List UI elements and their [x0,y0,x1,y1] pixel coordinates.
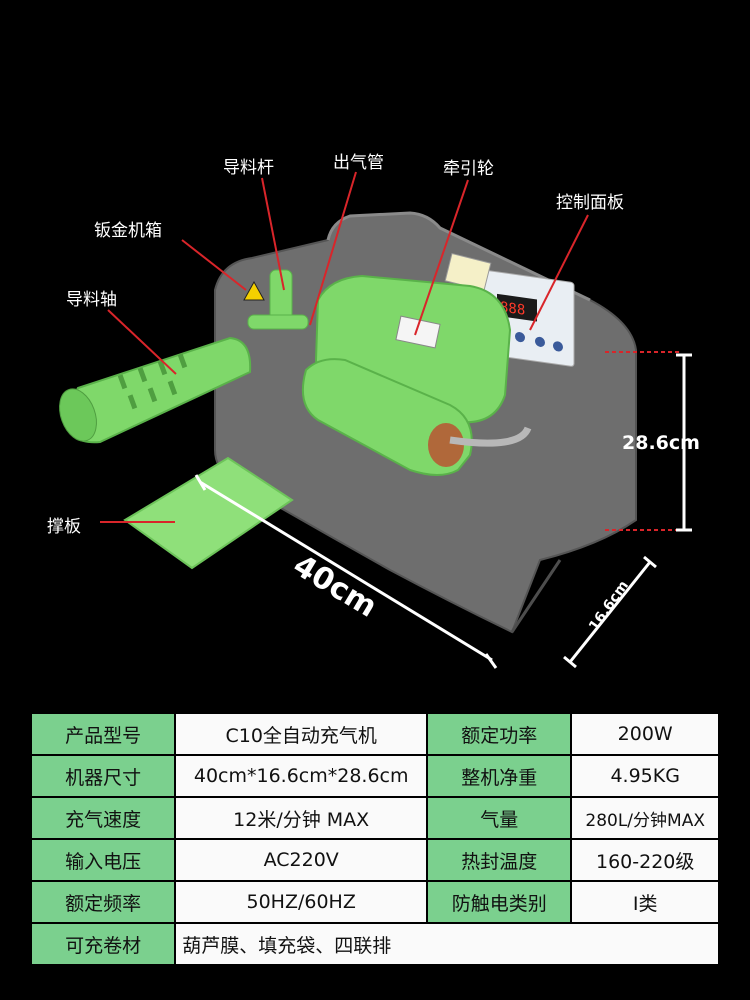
spec-key: 气量 [426,796,573,840]
product-illustration: 888 [47,153,700,669]
label-guide-rod: 导料杆 [223,158,274,178]
spec-value: 12米/分钟 MAX [174,796,429,840]
table-row: 额定频率 50HZ/60HZ 防触电类别 Ⅰ类 [29,880,720,924]
spec-key: 机器尺寸 [29,754,177,798]
table-row: 机器尺寸 40cm*16.6cm*28.6cm 整机净重 4.95KG [29,754,720,798]
spec-key: 产品型号 [29,712,177,756]
spec-key: 额定频率 [29,880,177,924]
spec-key: 额定功率 [426,712,573,756]
table-row: 充气速度 12米/分钟 MAX 气量 280L/分钟MAX [29,796,720,840]
dimension-height: 28.6cm [622,432,700,454]
spec-key: 输入电压 [29,838,177,882]
spec-table: 产品型号 C10全自动充气机 额定功率 200W 机器尺寸 40cm*16.6c… [29,712,720,966]
spec-key: 可充卷材 [29,922,177,966]
spec-value: 280L/分钟MAX [570,796,720,840]
spec-key: 防触电类别 [426,880,573,924]
table-row: 产品型号 C10全自动充气机 额定功率 200W [29,712,720,756]
spec-value: 50HZ/60HZ [174,880,429,924]
spec-key: 整机净重 [426,754,573,798]
support-plate [123,456,294,570]
label-control-panel: 控制面板 [556,193,624,213]
spec-value: AC220V [174,838,429,882]
callout-lines [100,171,680,531]
table-row: 可充卷材 葫芦膜、填充袋、四联排 [29,922,720,966]
spec-value: 160-220级 [570,838,720,882]
spec-value: 葫芦膜、填充袋、四联排 [174,922,720,966]
label-sheet-metal-case: 钣金机箱 [94,221,162,241]
machine-drawing: 888 [59,171,692,669]
spec-value: 40cm*16.6cm*28.6cm [174,754,429,798]
spec-value: Ⅰ类 [570,880,720,924]
label-air-tube: 出气管 [333,153,384,173]
label-guide-shaft: 导料轴 [66,290,117,310]
label-traction-wheel: 牵引轮 [443,159,494,179]
table-row: 输入电压 AC220V 热封温度 160-220级 [29,838,720,882]
spec-value: C10全自动充气机 [174,712,429,756]
label-support-plate: 撑板 [47,517,81,537]
dimension-lines [194,353,692,669]
spec-key: 充气速度 [29,796,177,840]
guide-shaft [59,336,252,444]
spec-value: 4.95KG [570,754,720,798]
spec-value: 200W [570,712,720,756]
spec-key: 热封温度 [426,838,573,882]
